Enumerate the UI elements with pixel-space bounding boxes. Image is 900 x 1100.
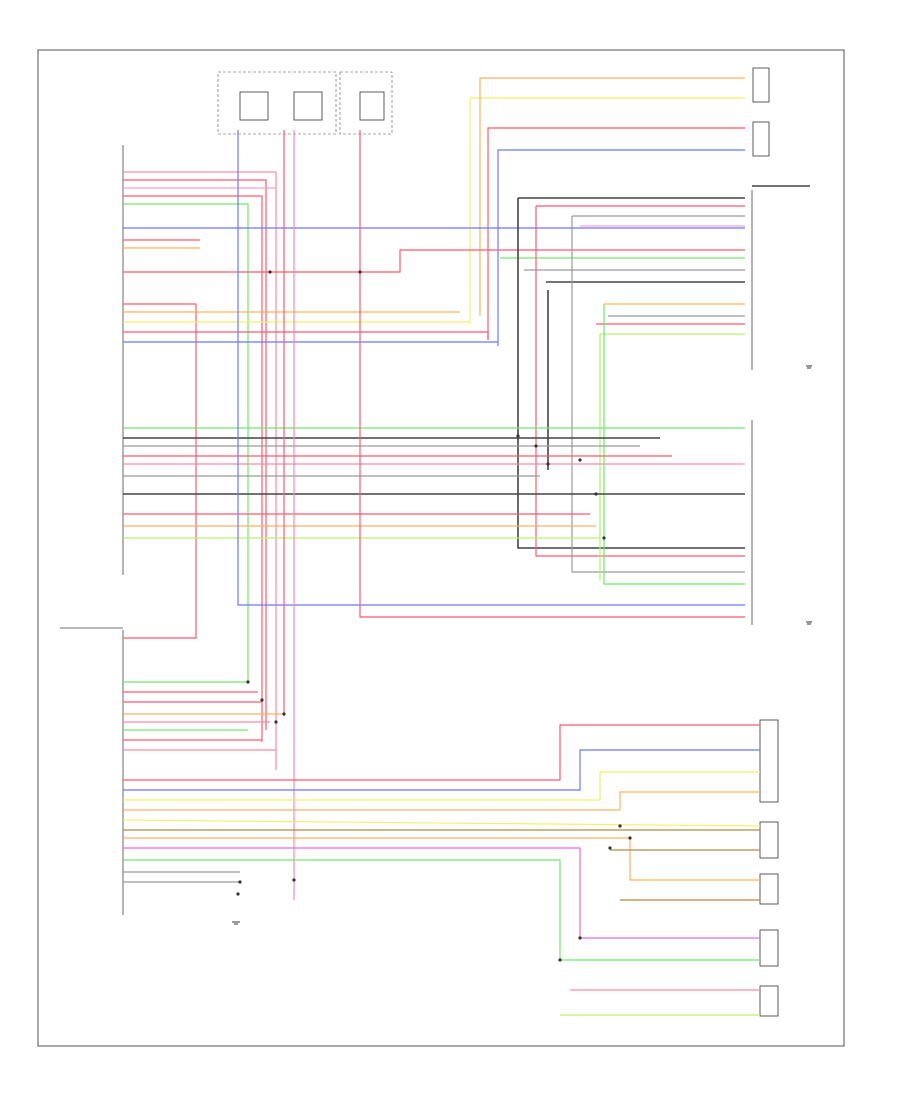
splice-point-6 — [608, 846, 612, 850]
ground-symbol-nav-top — [806, 365, 812, 369]
splice-point-19 — [268, 270, 272, 274]
splice-point-18 — [358, 270, 362, 274]
diagram-frame — [37, 49, 845, 1047]
splice-point-1 — [534, 444, 538, 448]
splice-point-2 — [546, 462, 550, 466]
wire-12 — [123, 249, 745, 273]
front-tweeters — [759, 719, 779, 803]
splice-point-4 — [594, 492, 598, 496]
right-rear-tweeter — [759, 873, 779, 905]
splice-point-12 — [260, 698, 264, 702]
splice-point-10 — [578, 936, 582, 940]
navigation-unit — [751, 185, 810, 625]
wire-64 — [123, 847, 760, 939]
splice-point-11 — [246, 680, 250, 684]
wire-46 — [359, 130, 745, 618]
splice-point-17 — [236, 892, 240, 896]
left-front-speaker — [752, 67, 770, 103]
ground-symbol-nav-bottom — [806, 621, 812, 625]
wire-61 — [122, 819, 761, 827]
splice-point-14 — [274, 720, 278, 724]
wire-57 — [123, 724, 760, 781]
wire-4 — [123, 171, 277, 770]
splice-point-9 — [558, 958, 562, 962]
wire-7 — [123, 195, 263, 742]
right-rear-speaker — [759, 821, 779, 859]
left-rear-tweeter — [759, 985, 779, 1017]
splice-point-0 — [516, 434, 520, 438]
splice-point-8 — [628, 836, 632, 840]
fuse-box-right — [339, 71, 393, 135]
wire-13 — [123, 303, 197, 639]
splice-point-3 — [578, 458, 582, 462]
splice-point-13 — [282, 712, 286, 716]
fuse-box-left — [217, 71, 337, 135]
wire-63 — [123, 837, 760, 881]
splice-point-16 — [238, 880, 242, 884]
wire-30 — [535, 206, 745, 557]
wire-45 — [237, 130, 745, 606]
wire-3 — [497, 149, 745, 346]
right-front-speaker — [752, 121, 770, 157]
wire-2 — [487, 127, 745, 340]
wire-60 — [123, 791, 760, 811]
wire-34 — [603, 304, 745, 585]
audio-amplifier — [60, 627, 124, 915]
wire-32 — [571, 216, 745, 573]
wire-58 — [123, 749, 760, 791]
wire-1 — [479, 77, 745, 316]
wire-65 — [123, 859, 760, 961]
left-rear-speaker — [759, 929, 779, 967]
wire-5 — [123, 179, 267, 730]
splice-point-15 — [292, 878, 296, 882]
wire-8 — [123, 203, 249, 682]
wire-0 — [469, 97, 745, 324]
wire-16 — [123, 331, 489, 340]
wires — [122, 77, 761, 1016]
ground-symbol-amp — [232, 921, 240, 925]
wire-59 — [123, 771, 760, 801]
splice-point-5 — [602, 536, 606, 540]
splice-point-7 — [618, 824, 622, 828]
wire-29 — [517, 198, 745, 549]
